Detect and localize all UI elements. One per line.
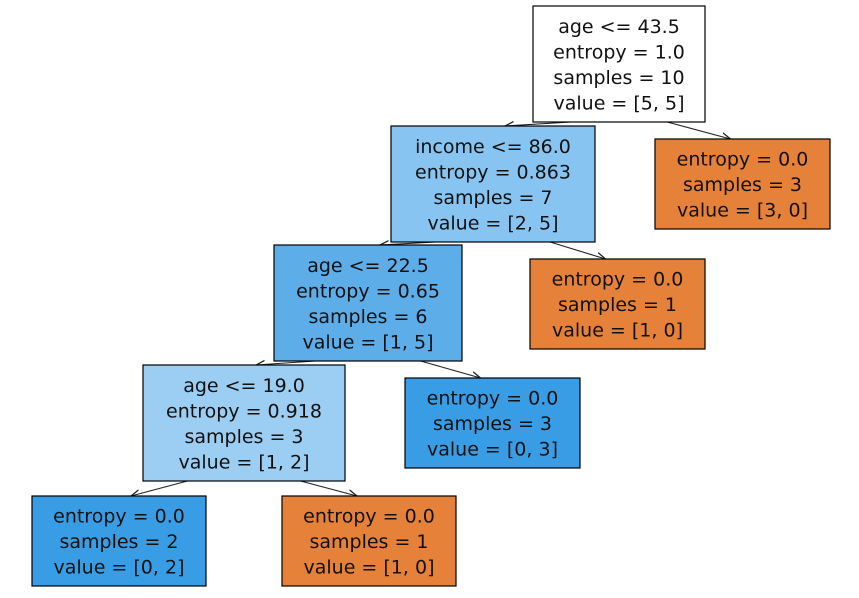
node-box: [273, 244, 463, 362]
tree-node-n0: age <= 43.5 entropy = 1.0 samples = 10 valu…: [532, 5, 706, 123]
edge-arrow: [505, 122, 571, 126]
node-line: samples = 1: [558, 294, 677, 316]
edge-arrow: [549, 241, 605, 259]
node-line: entropy = 0.65: [296, 280, 440, 302]
tree-node-n8: entropy = 0.0 samples = 1 value = [1, 0]: [281, 495, 457, 587]
node-line: entropy = 0.863: [415, 161, 571, 183]
node-line: entropy = 0.0: [303, 506, 435, 528]
node-line: entropy = 0.0: [53, 506, 185, 528]
node-line: age <= 22.5: [307, 255, 429, 277]
nodes-layer: age <= 43.5 entropy = 1.0 samples = 10 valu…: [31, 5, 831, 587]
node-line: age <= 19.0: [183, 375, 305, 397]
node-line: age <= 43.5: [558, 16, 680, 38]
node-box: [654, 138, 831, 230]
tree-node-n2: entropy = 0.0 samples = 3 value = [3, 0]: [654, 138, 831, 230]
node-line: value = [3, 0]: [677, 200, 808, 222]
node-box: [142, 364, 346, 482]
tree-node-n4: entropy = 0.0 samples = 1 value = [1, 0]: [529, 258, 706, 350]
node-box: [390, 125, 596, 243]
node-line: entropy = 0.918: [166, 400, 322, 422]
node-line: value = [1, 2]: [179, 451, 310, 473]
tree-node-n1: income <= 86.0 entropy = 0.863 samples = 7…: [390, 125, 596, 243]
edge-arrow: [300, 480, 357, 496]
node-line: value = [1, 0]: [304, 557, 435, 579]
node-line: value = [1, 0]: [552, 320, 683, 342]
tree-node-n3: age <= 22.5 entropy = 0.65 samples = 6 valu…: [273, 244, 463, 362]
edge-arrow: [667, 121, 730, 139]
node-line: value = [0, 2]: [54, 557, 185, 579]
edge-arrow: [420, 360, 481, 378]
node-line: samples = 3: [683, 174, 802, 196]
node-box: [532, 5, 706, 123]
node-line: samples = 6: [308, 306, 427, 328]
node-box: [281, 495, 457, 587]
node-line: entropy = 0.0: [677, 149, 809, 171]
node-line: income <= 86.0: [415, 136, 571, 158]
node-line: samples = 10: [553, 67, 684, 89]
node-line: entropy = 1.0: [553, 41, 685, 63]
edge-arrow: [256, 361, 316, 365]
node-box: [404, 377, 581, 469]
node-line: samples = 1: [309, 531, 428, 553]
node-box: [31, 495, 207, 587]
node-line: entropy = 0.0: [552, 269, 684, 291]
node-line: value = [2, 5]: [428, 212, 559, 234]
tree-node-n5: age <= 19.0 entropy = 0.918 samples = 3 val…: [142, 364, 346, 482]
tree-node-n6: entropy = 0.0 samples = 3 value = [0, 3]: [404, 377, 581, 469]
node-line: value = [5, 5]: [554, 92, 685, 114]
node-line: value = [0, 3]: [427, 439, 558, 461]
node-line: samples = 3: [184, 426, 303, 448]
edge-arrow: [131, 480, 188, 496]
node-line: value = [1, 5]: [303, 331, 434, 353]
node-box: [529, 258, 706, 350]
node-line: samples = 7: [433, 187, 552, 209]
node-line: samples = 2: [59, 531, 178, 553]
tree-node-n7: entropy = 0.0 samples = 2 value = [0, 2]: [31, 495, 207, 587]
node-line: entropy = 0.0: [427, 388, 559, 410]
node-line: samples = 3: [433, 413, 552, 435]
